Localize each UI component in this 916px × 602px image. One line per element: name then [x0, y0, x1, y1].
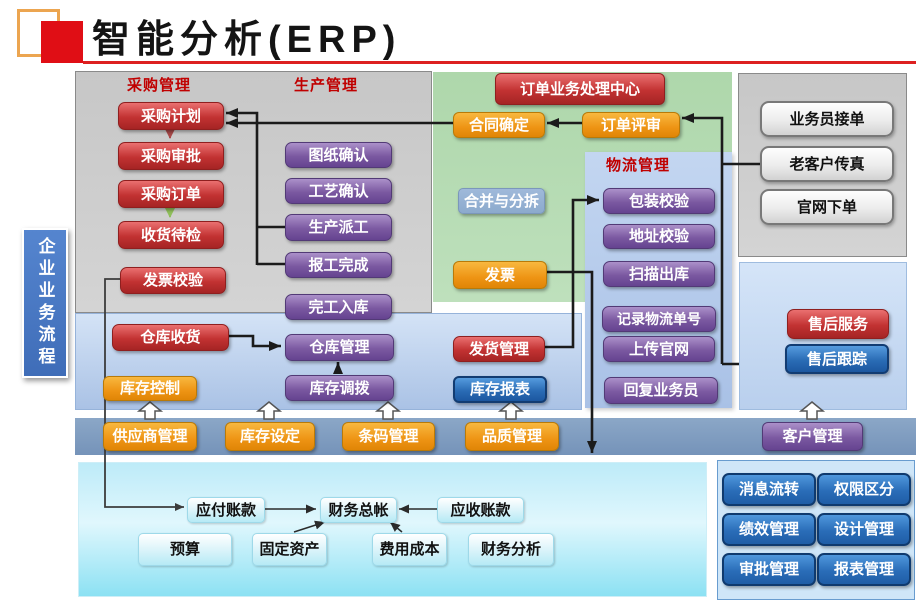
- financial-analysis-box: 财务分析: [468, 533, 554, 566]
- barcode-manage-box: 条码管理: [342, 422, 435, 451]
- purchase-approval-box: 采购审批: [118, 142, 224, 170]
- scan-outbound-box: 扫描出库: [603, 261, 715, 287]
- purchase-order-box: 采购订单: [118, 180, 224, 208]
- process-confirm-box: 工艺确认: [285, 178, 392, 204]
- approval-manage-box: 审批管理: [722, 553, 816, 586]
- salesperson-order-box: 业务员接单: [760, 101, 894, 137]
- label-logistics: 物流管理: [606, 157, 671, 174]
- aftersales-tracking-box: 售后跟踪: [785, 344, 889, 374]
- upload-website-box: 上传官网: [603, 336, 715, 362]
- side-label-business-process: 企业业务流程: [22, 228, 68, 378]
- record-tracking-number-box: 记录物流单号: [602, 306, 716, 332]
- order-center-title-box: 订单业务处理中心: [495, 73, 665, 105]
- logo-red-square: [41, 21, 83, 63]
- invoice-box: 发票: [453, 261, 547, 289]
- report-manage-box: 报表管理: [817, 553, 911, 586]
- general-ledger-box: 财务总帐: [320, 497, 397, 523]
- work-report-done-box: 报工完成: [285, 252, 392, 278]
- ship-manage-box: 发货管理: [453, 336, 545, 362]
- inventory-transfer-box: 库存调拨: [285, 375, 394, 401]
- production-dispatch-box: 生产派工: [285, 214, 392, 241]
- warehouse-manage-box: 仓库管理: [285, 334, 394, 361]
- accounts-receivable-box: 应收账款: [437, 497, 524, 523]
- quality-manage-box: 品质管理: [465, 422, 559, 451]
- customer-fax-box: 老客户传真: [760, 146, 894, 182]
- design-manage-box: 设计管理: [817, 513, 911, 546]
- message-flow-box: 消息流转: [722, 473, 816, 506]
- contract-confirm-box: 合同确定: [453, 112, 545, 138]
- purchase-plan-box: 采购计划: [118, 102, 224, 130]
- customer-manage-box: 客户管理: [762, 422, 863, 451]
- label-production: 生产管理: [294, 77, 359, 94]
- order-review-box: 订单评审: [582, 112, 680, 138]
- budget-box: 预算: [138, 533, 232, 566]
- packing-check-box: 包装校验: [603, 188, 715, 214]
- warehouse-receive-box: 仓库收货: [112, 324, 229, 351]
- fixed-assets-box: 固定资产: [252, 533, 327, 566]
- inventory-setting-box: 库存设定: [225, 422, 315, 451]
- website-order-box: 官网下单: [760, 189, 894, 225]
- label-procurement: 采购管理: [127, 77, 192, 94]
- page-title: 智能分析(ERP): [92, 19, 402, 61]
- permission-division-box: 权限区分: [817, 473, 911, 506]
- expense-cost-box: 费用成本: [372, 533, 447, 566]
- supplier-manage-box: 供应商管理: [103, 422, 197, 451]
- finished-goods-in-box: 完工入库: [285, 294, 392, 320]
- aftersales-service-box: 售后服务: [787, 309, 889, 339]
- title-underline: [83, 61, 916, 64]
- inventory-control-box: 库存控制: [103, 376, 197, 401]
- address-check-box: 地址校验: [603, 224, 715, 249]
- invoice-check-box: 发票校验: [120, 267, 226, 294]
- drawing-confirm-box: 图纸确认: [285, 142, 392, 168]
- merge-split-box: 合并与分拆: [458, 188, 545, 214]
- receiving-inspection-box: 收货待检: [118, 221, 224, 249]
- reply-salesperson-box: 回复业务员: [604, 377, 718, 404]
- accounts-payable-box: 应付账款: [187, 497, 265, 523]
- inventory-report-box: 库存报表: [453, 376, 547, 403]
- panel-finance: [78, 462, 707, 597]
- performance-manage-box: 绩效管理: [722, 513, 816, 546]
